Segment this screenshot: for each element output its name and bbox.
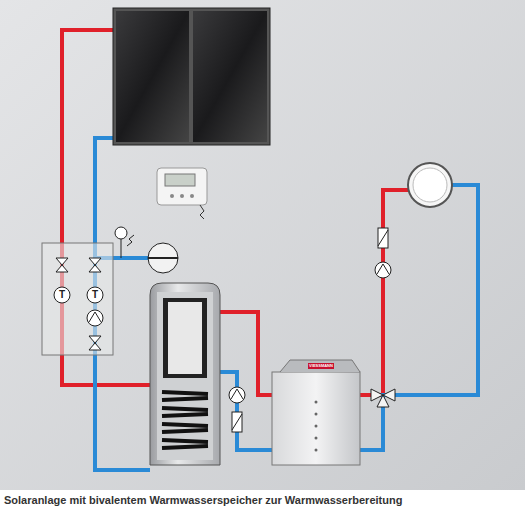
caption: Solaranlage mit bivalentem Warmwasserspe… xyxy=(4,493,519,507)
coil-winding xyxy=(162,408,208,410)
pump-station xyxy=(42,243,113,355)
solar-collector xyxy=(113,8,270,145)
coil-winding xyxy=(162,424,208,426)
controller xyxy=(157,168,207,219)
coil-winding xyxy=(162,398,208,400)
thermometer-label: T xyxy=(55,288,69,302)
coil-winding xyxy=(162,430,208,432)
coil-winding xyxy=(162,446,208,448)
coil-winding xyxy=(162,392,208,394)
background xyxy=(0,0,525,490)
boiler xyxy=(272,360,360,465)
coil-winding xyxy=(162,440,208,442)
brand-logo: VIESSMANN xyxy=(308,363,334,369)
thermometer-label: T xyxy=(88,288,102,302)
storage-tank xyxy=(150,283,220,465)
coil-winding xyxy=(162,414,208,416)
fittings xyxy=(54,163,452,432)
